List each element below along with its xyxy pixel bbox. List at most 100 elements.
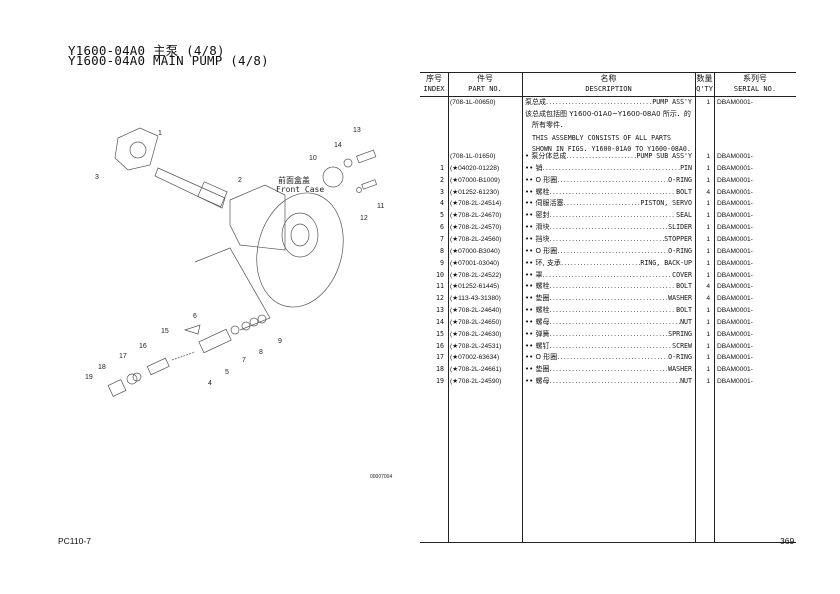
part-number: (★07000-B3040) — [450, 247, 500, 255]
serial-number: DBAM0001- — [717, 366, 753, 374]
row-index: 16 — [436, 341, 444, 350]
description: •• O 形圈O-RING — [525, 175, 692, 186]
part-number: (★708-2L-24590) — [450, 378, 502, 386]
row-index: 4 — [440, 199, 444, 208]
part-number: (★07000-B1009) — [450, 176, 500, 184]
callout-number: 9 — [278, 338, 282, 345]
serial-number: DBAM0001- — [717, 200, 753, 208]
quantity: 1 — [706, 247, 710, 255]
row-index: 10 — [436, 270, 444, 279]
serial-number: DBAM0001- — [717, 153, 753, 160]
front-case-label-en: Front Case — [276, 185, 324, 194]
serial-number: DBAM0001- — [717, 259, 753, 267]
quantity: 1 — [706, 318, 710, 326]
quantity: 1 — [706, 307, 710, 315]
part-number: (★01252-61230) — [450, 188, 500, 196]
shaft-drawing — [154, 167, 226, 209]
description: •• 螺栓BOLT — [525, 305, 692, 316]
part-number: (708-1L-00650) — [450, 99, 496, 106]
description: 泵总成PUMP ASS'Y — [525, 97, 692, 108]
row-index: 9 — [440, 258, 444, 267]
description: •• 垫圈WASHER — [525, 364, 692, 375]
serial-number: DBAM0001- — [717, 247, 753, 255]
description: •• 伺服活塞PISTON, SERVO — [525, 198, 692, 209]
quantity: 4 — [706, 295, 710, 303]
callout-number: 18 — [98, 364, 106, 371]
description: •• 滑块SLIDER — [525, 222, 692, 233]
row-index: 1 — [440, 163, 444, 172]
quantity: 1 — [706, 354, 710, 362]
part-number: (★07002-63634) — [450, 354, 500, 362]
row-index: 13 — [436, 306, 444, 315]
serial-number: DBAM0001- — [717, 307, 753, 315]
assembly-note: 所有零件． — [532, 121, 567, 129]
serial-number: DBAM0001- — [717, 271, 753, 279]
callout-number: 5 — [225, 369, 229, 376]
row-index: 6 — [440, 223, 444, 232]
description: •• 螺栓BOLT — [525, 187, 692, 198]
serial-number: DBAM0001- — [717, 176, 753, 184]
exploded-parts-diagram: 前面盒盖 Front Case 00007004 123456789101112… — [85, 127, 392, 480]
part-number: (★01252-61445) — [450, 283, 500, 291]
part-number: (★708-2L-24630) — [450, 330, 502, 338]
callout-number: 1 — [158, 130, 162, 137]
row-index: 5 — [440, 211, 444, 220]
description: •• 销PIN — [525, 163, 692, 174]
description: •• 螺钉SCREW — [525, 341, 692, 352]
assembly-note: THIS ASSEMBLY CONSISTS OF ALL PARTS — [532, 134, 671, 142]
page-title-zh: Y1600-04A0 主泵 (4/8) — [68, 43, 225, 58]
quantity: 1 — [706, 212, 710, 220]
row-index: 19 — [436, 377, 444, 386]
description: •• 垫圈WASHER — [525, 293, 692, 304]
row-index: 11 — [436, 282, 444, 291]
serial-number: DBAM0001- — [717, 330, 753, 338]
quantity: 1 — [706, 153, 710, 160]
cover-drawing — [322, 166, 344, 188]
description: •• 挡块STOPPER — [525, 234, 692, 245]
quantity: 1 — [706, 176, 710, 184]
part-number: (★113-43-31380) — [450, 295, 501, 303]
serial-number: DBAM0001- — [717, 342, 753, 350]
page-number: 369 — [780, 536, 795, 546]
front-plate-drawing — [114, 127, 159, 171]
description: •• 罩COVER — [525, 270, 692, 281]
quantity: 1 — [706, 200, 710, 208]
quantity: 1 — [706, 378, 710, 386]
quantity: 1 — [706, 99, 710, 106]
quantity: 1 — [706, 259, 710, 267]
description: •• 密封SEAL — [525, 210, 692, 221]
row-index: 15 — [436, 329, 444, 338]
quantity: 1 — [706, 224, 710, 232]
quantity: 1 — [706, 235, 710, 243]
row-index: 3 — [440, 187, 444, 196]
part-number: (★708-2L-24640) — [450, 307, 502, 315]
row-index: 12 — [436, 294, 444, 303]
row-index: 7 — [440, 234, 444, 243]
part-number: (★708-2L-24570) — [450, 224, 502, 232]
row-index: 17 — [436, 353, 444, 362]
serial-number: DBAM0001- — [717, 188, 753, 196]
serial-number: DBAM0001- — [717, 378, 753, 386]
callout-number: 8 — [259, 349, 263, 356]
serial-number: DBAM0001- — [717, 212, 753, 220]
serial-number: DBAM0001- — [717, 283, 753, 291]
serial-number: DBAM0001- — [717, 164, 753, 172]
description: •• 环, 支承RING, BACK-UP — [525, 258, 692, 269]
serial-number: DBAM0001- — [717, 235, 753, 243]
description: •• O 形圈O-RING — [525, 246, 692, 257]
callout-number: 3 — [95, 174, 99, 181]
serial-number: DBAM0001- — [717, 295, 753, 303]
callout-number: 6 — [193, 313, 197, 320]
row-index: 14 — [436, 317, 444, 326]
assembly-note: SHOWN IN FIGS. Y1600-01A0 TO Y1600-08A0. — [532, 145, 691, 153]
callout-number: 11 — [377, 203, 384, 210]
part-number: (★708-2L-24514) — [450, 200, 502, 208]
callout-number: 7 — [242, 357, 246, 364]
part-number: (★708-2L-24531) — [450, 342, 502, 350]
servo-piston-drawing — [198, 328, 232, 354]
quantity: 1 — [706, 342, 710, 350]
description: • 泵分体总成PUMP SUB ASS'Y — [525, 151, 692, 162]
part-number: (708-1L-01650) — [450, 153, 496, 160]
